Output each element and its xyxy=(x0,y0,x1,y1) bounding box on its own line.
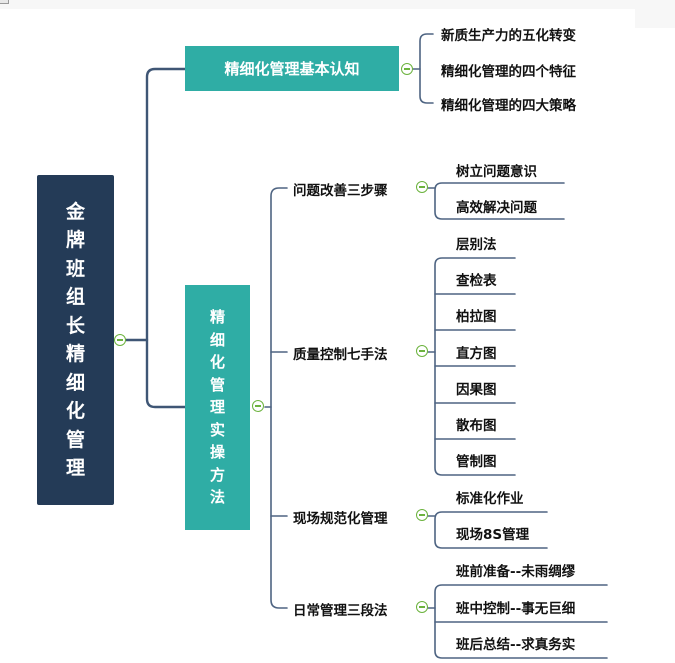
leaf-node[interactable]: 班中控制--事无巨细 xyxy=(456,601,576,617)
window-corner-handle xyxy=(0,0,9,4)
leaf-node[interactable]: 因果图 xyxy=(456,382,497,398)
root-title: 金牌班组长精细化管理 xyxy=(66,200,86,480)
connector-topic1 xyxy=(145,67,187,409)
collapse-minus-icon[interactable] xyxy=(416,181,428,193)
collapse-minus-icon[interactable] xyxy=(416,509,428,521)
leaf-node[interactable]: 班前准备--未雨绸缪 xyxy=(456,564,576,580)
root-node[interactable]: 金牌班组长精细化管理 xyxy=(37,175,114,505)
leaf-node[interactable]: 散布图 xyxy=(456,418,497,434)
leaf-node[interactable]: 班后总结--求真务实 xyxy=(456,637,576,653)
leaf-node[interactable]: 现场8S管理 xyxy=(456,527,530,543)
leaf-node[interactable]: 直方图 xyxy=(456,346,497,362)
leaf-node[interactable]: 管制图 xyxy=(456,454,497,470)
subtopic-daily-management[interactable]: 日常管理三段法 xyxy=(293,603,388,619)
leaf-node[interactable]: 层别法 xyxy=(456,237,497,253)
leaf-node[interactable]: 查检表 xyxy=(456,273,497,289)
topic-practical-methods[interactable]: 精细化管理实操方法 xyxy=(185,285,250,530)
top-right-strip xyxy=(635,8,675,28)
topic-practical-methods-title: 精细化管理实操方法 xyxy=(210,308,226,507)
collapse-minus-icon[interactable] xyxy=(416,345,428,357)
subtopic-site-standardization[interactable]: 现场规范化管理 xyxy=(293,511,388,527)
leaf-node[interactable]: 精细化管理的四大策略 xyxy=(441,98,576,114)
leaf-node[interactable]: 柏拉图 xyxy=(456,309,497,325)
subtopic-problem-improvement[interactable]: 问题改善三步骤 xyxy=(293,183,388,199)
collapse-minus-icon[interactable] xyxy=(114,334,126,346)
leaf-node[interactable]: 标准化作业 xyxy=(456,491,524,507)
leaf-node[interactable]: 高效解决问题 xyxy=(456,200,537,216)
leaf-node[interactable]: 树立问题意识 xyxy=(456,164,537,180)
collapse-minus-icon[interactable] xyxy=(401,63,413,75)
top-toolbar-strip xyxy=(0,0,675,9)
leaf-node[interactable]: 新质生产力的五化转变 xyxy=(441,28,576,44)
leaf-node[interactable]: 精细化管理的四个特征 xyxy=(441,64,576,80)
collapse-minus-icon[interactable] xyxy=(252,400,264,412)
subtopic-quality-control[interactable]: 质量控制七手法 xyxy=(293,347,388,363)
topic-basic-cognition[interactable]: 精细化管理基本认知 xyxy=(185,46,399,91)
collapse-minus-icon[interactable] xyxy=(416,601,428,613)
